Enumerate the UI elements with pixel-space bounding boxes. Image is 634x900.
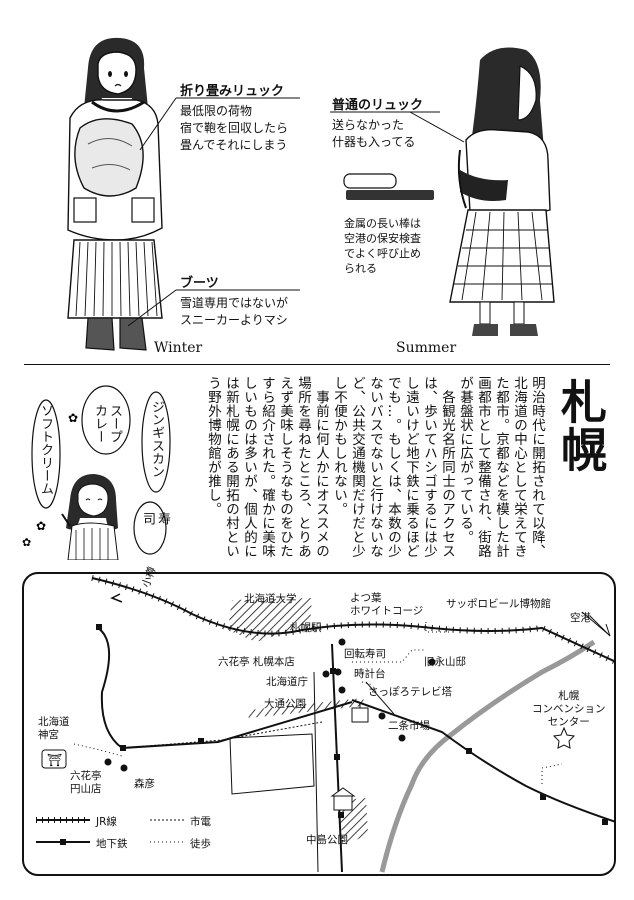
sapporo-map	[22, 572, 616, 876]
legend-walk: 徒歩	[190, 838, 211, 850]
map-label-sapporo-station: 札幌駅	[290, 622, 322, 634]
folded-items-illustration	[343, 173, 434, 200]
speech-bubbles: ✿ ✿ ✿	[22, 385, 171, 555]
winter-boots-label: ブーツ 雪道専用ではないが スニーカーよりマシ	[180, 272, 288, 329]
map-label-hokkaido-office: 北海道庁	[266, 676, 308, 688]
winter-backpack-label: 折り畳みリュック 最低限の荷物 宿で鞄を回収したら 畳んでそれにしまう	[180, 80, 288, 154]
map-label-odori-park: 大通公園	[264, 698, 306, 710]
summer-backpack-title: 普通のリュック	[332, 98, 424, 113]
svg-text:✿: ✿	[68, 411, 78, 425]
summer-backpack-text: 送らなかった 什器も入ってる	[332, 118, 416, 149]
winter-pointer-lines	[127, 97, 465, 327]
shrine-icon: ⛩	[41, 749, 67, 769]
summer-season-label: Summer	[396, 340, 457, 356]
map-label-morihiko: 森彦	[134, 778, 155, 790]
city-title: 札幌	[554, 378, 608, 474]
tower-icon	[351, 702, 369, 723]
bubble-sushi: 寿 司	[140, 512, 170, 525]
map-label-sapporo-beer: サッポロビール博物館	[446, 598, 551, 610]
legend-jr: JR線	[96, 816, 117, 828]
map-label-nijo-market: 二条市場	[388, 720, 430, 732]
map-label-tokeidai: 時計台	[354, 668, 386, 680]
winter-girl-illustration	[67, 37, 163, 351]
city-description: 明治時代に開拓されて以降、 北海道の中心として栄えてき た都市。京都などを模した…	[205, 376, 545, 558]
section-divider	[24, 364, 610, 365]
legend-subway: 地下鉄	[96, 838, 128, 850]
map-label-hokudai: 北海道大学	[244, 593, 297, 605]
map-label-rokkatei-maruyama: 六花亭 円山店	[70, 770, 102, 795]
winter-boots-title: ブーツ	[180, 276, 219, 291]
map-label-kyu-nagayama: 旧永山邸	[424, 656, 466, 668]
map-label-tv-tower: さっぽろテレビ塔	[368, 686, 452, 698]
museum-icon	[330, 787, 356, 811]
svg-text:✿: ✿	[22, 536, 31, 549]
map-drawing: ⛩	[41, 575, 616, 873]
bubble-soup-curry: スープ カレー	[92, 404, 122, 443]
winter-boots-text: 雪道専用ではないが スニーカーよりマシ	[180, 296, 289, 327]
winter-season-label: Winter	[154, 340, 203, 356]
summer-backpack-label: 普通のリュック 送らなかった 什器も入ってる	[332, 94, 423, 151]
map-legend-lines	[36, 817, 184, 845]
svg-text:✿: ✿	[36, 519, 46, 533]
map-label-shrine: 北海道 神宮	[38, 716, 70, 741]
winter-backpack-title: 折り畳みリュック	[180, 84, 285, 99]
narrator-girl-illustration	[61, 474, 119, 560]
bubble-soft-cream: ソフトクリーム	[38, 404, 53, 495]
summer-rod-text: 金属の長い棒は 空港の保安検査 でよく呼び止め られる	[344, 217, 421, 275]
winter-backpack-text: 最低限の荷物 宿で鞄を回収したら 畳んでそれにしまう	[180, 104, 289, 152]
map-label-yotsuba: よつ葉 ホワイトコージ	[350, 592, 424, 617]
map-label-kaiten-sushi: 回転寿司	[344, 648, 386, 660]
bubble-jingisukan: ジンギスカン	[149, 400, 164, 478]
svg-text:⛩: ⛩	[47, 753, 62, 767]
legend-tram: 市電	[190, 816, 211, 828]
map-label-airport: 空港	[570, 612, 591, 624]
map-label-nakajima-park: 中島公園	[306, 834, 348, 846]
summer-girl-illustration	[449, 47, 555, 336]
map-label-rokkatei-honten: 六花亭 札幌本店	[218, 656, 295, 668]
map-label-convention: 札幌 コンベンション センター	[532, 690, 606, 728]
